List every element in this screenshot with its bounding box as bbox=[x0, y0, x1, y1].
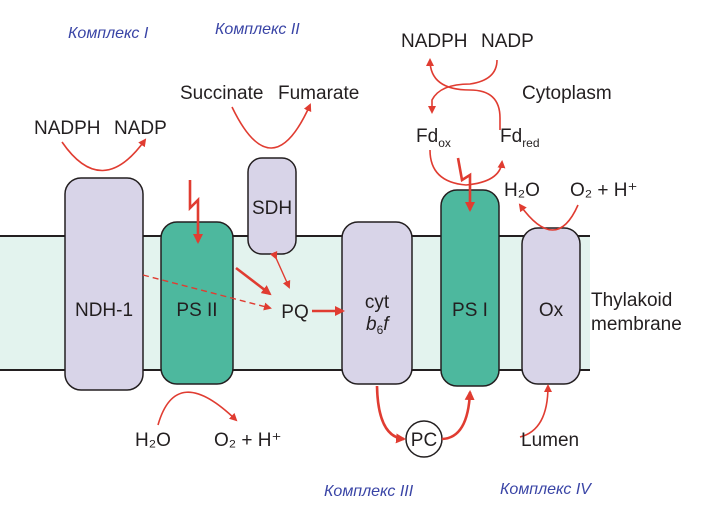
ps1-complex bbox=[440, 189, 500, 387]
complex-2-label: Комплекс II bbox=[215, 21, 300, 38]
ox-label: Ox bbox=[539, 300, 564, 321]
complex-4-label: Комплекс IV bbox=[500, 481, 592, 498]
sdh-pq-double-arrow bbox=[269, 250, 291, 289]
top-nadp-arrow bbox=[428, 59, 498, 114]
ps2-light-arrow bbox=[188, 180, 203, 244]
ps2-to-pq-arrow bbox=[235, 266, 272, 296]
complex-3-label: Комплекс III bbox=[324, 483, 414, 500]
ps1-light-arrow bbox=[456, 157, 475, 212]
ox-o2-label: O₂ + H⁺ bbox=[570, 180, 638, 201]
ndh-nadph-arrow bbox=[61, 138, 147, 172]
top-nadph-label: NADPH bbox=[401, 31, 468, 52]
top-nadph-arrow bbox=[426, 58, 501, 130]
pc-label: PC bbox=[411, 430, 437, 451]
cyt-label: cyt bbox=[365, 292, 390, 313]
lumen-ox-arrow bbox=[519, 384, 552, 438]
fumarate-label: Fumarate bbox=[278, 83, 359, 104]
sdh-label: SDH bbox=[252, 198, 292, 219]
ps2-label: PS II bbox=[176, 300, 217, 321]
ndh-nadp-label: NADP bbox=[114, 118, 167, 139]
membrane-label-line2: membrane bbox=[591, 314, 682, 335]
ndh1-label: NDH-1 bbox=[75, 300, 133, 321]
ps2-water-arrow bbox=[157, 391, 238, 426]
pc-to-ps1-arrow bbox=[441, 390, 475, 441]
complex-1-label: Комплекс I bbox=[68, 25, 149, 42]
succinate-label: Succinate bbox=[180, 83, 263, 104]
fd-ox-label: Fdox bbox=[416, 126, 451, 150]
top-nadp-label: NADP bbox=[481, 31, 534, 52]
cyt-to-pc-arrow bbox=[375, 385, 406, 444]
ndh-to-pq-dashed-arrow bbox=[142, 274, 272, 311]
cytoplasm-label: Cytoplasm bbox=[522, 83, 612, 104]
b6f-label: b6f bbox=[366, 314, 390, 337]
ox-complex bbox=[521, 227, 581, 385]
ndh-nadph-label: NADPH bbox=[34, 118, 101, 139]
ps2-o2-label: O₂ + H⁺ bbox=[214, 430, 282, 451]
ox-h2o-label: H₂O bbox=[504, 180, 540, 201]
sdh-succinate-arrow bbox=[231, 103, 312, 149]
pq-label: PQ bbox=[281, 302, 308, 323]
membrane-label-line1: Thylakoid bbox=[591, 290, 672, 311]
lumen-label: Lumen bbox=[521, 430, 579, 451]
ps1-label: PS I bbox=[452, 300, 488, 321]
ox-water-arrow bbox=[518, 203, 579, 231]
ndh1-complex bbox=[64, 177, 144, 391]
ps2-h2o-label: H₂O bbox=[135, 430, 171, 451]
fd-red-label: Fdred bbox=[500, 126, 540, 150]
fd-cycle-arrow bbox=[429, 149, 506, 186]
cyt-b6f-complex bbox=[341, 221, 413, 385]
